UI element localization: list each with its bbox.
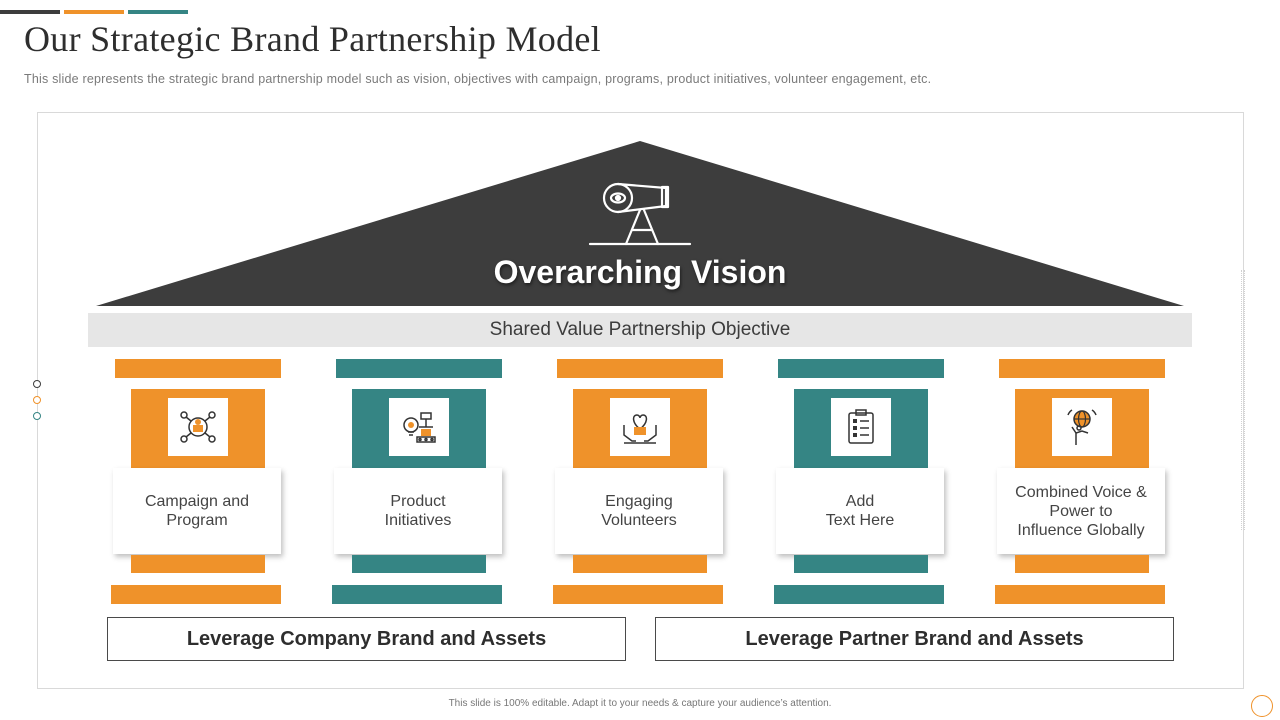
foundation-company: Leverage Company Brand and Assets (107, 617, 626, 661)
icon-box (610, 398, 670, 456)
pillar-neck (1015, 555, 1149, 573)
pillar-label: Product Initiatives (334, 468, 502, 554)
accent-bar-orange (64, 10, 124, 14)
product-idea-icon (403, 412, 436, 443)
icon-box (168, 398, 228, 456)
pillar-base (553, 585, 723, 604)
objective-bar: Shared Value Partnership Objective (88, 313, 1192, 347)
pillar-neck (794, 555, 928, 573)
pillar-cap (778, 359, 944, 378)
pillar-neck (131, 555, 265, 573)
pillar-add-text: Add Text Here (774, 359, 946, 604)
pillar-base (995, 585, 1165, 604)
pillar-base (774, 585, 944, 604)
corner-circle-icon (1251, 695, 1273, 717)
footer-note: This slide is 100% editable. Adapt it to… (448, 698, 832, 709)
scroll-track (1241, 270, 1245, 530)
campaign-network-icon (180, 411, 216, 443)
pillar-cap (336, 359, 502, 378)
telescope-icon (588, 182, 692, 246)
pillar-body (352, 389, 486, 469)
pillar-label: Engaging Volunteers (555, 468, 723, 554)
global-influence-icon (1067, 409, 1097, 445)
accent-bar-dark (0, 10, 60, 14)
pillar-base (332, 585, 502, 604)
nav-dot-orange[interactable] (33, 396, 41, 404)
pillar-base (111, 585, 281, 604)
pillar-label: Campaign and Program (113, 468, 281, 554)
icon-box (389, 398, 449, 456)
pillar-combined-voice: Combined Voice & Power to Influence Glob… (995, 359, 1167, 604)
pillar-volunteers: Engaging Volunteers (553, 359, 725, 604)
icon-box (831, 398, 891, 456)
pillar-cap (557, 359, 723, 378)
clipboard-icon (848, 409, 874, 444)
pillar-body (794, 389, 928, 469)
vision-title: Overarching Vision (493, 254, 787, 290)
page-subtitle: This slide represents the strategic bran… (24, 72, 932, 86)
pillar-label: Combined Voice & Power to Influence Glob… (997, 468, 1165, 554)
pillar-cap (115, 359, 281, 378)
pillar-cap (999, 359, 1165, 378)
pillar-body (131, 389, 265, 469)
pillar-body (573, 389, 707, 469)
pillar-label: Add Text Here (776, 468, 944, 554)
pillar-campaign: Campaign and Program (111, 359, 283, 604)
icon-box (1052, 398, 1112, 456)
nav-dot-teal[interactable] (33, 412, 41, 420)
page-title: Our Strategic Brand Partnership Model (24, 19, 601, 59)
pillar-neck (573, 555, 707, 573)
accent-bar-teal (128, 10, 188, 14)
foundation-partner: Leverage Partner Brand and Assets (655, 617, 1174, 661)
pillar-body (1015, 389, 1149, 469)
nav-dot-dark[interactable] (33, 380, 41, 388)
pillar-product: Product Initiatives (332, 359, 504, 604)
volunteer-hands-icon (623, 414, 657, 444)
pillar-neck (352, 555, 486, 573)
